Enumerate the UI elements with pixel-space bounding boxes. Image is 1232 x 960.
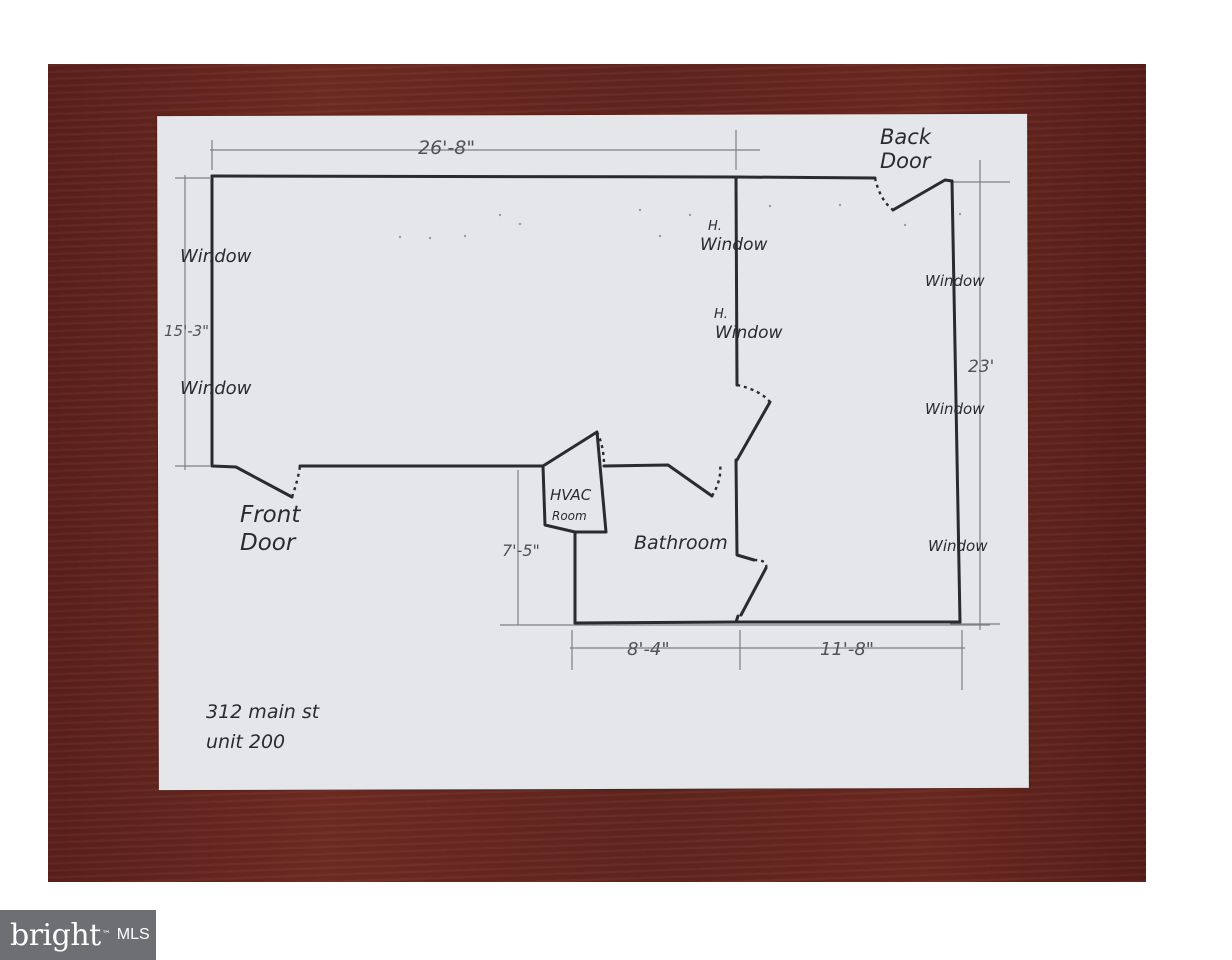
- hvac-room-label-line2: Room: [552, 509, 587, 523]
- bottom-left-dimension: 8'-4": [627, 639, 670, 660]
- address-line2: unit 200: [206, 731, 285, 753]
- front-door-label-line2: Door: [240, 530, 297, 556]
- watermark-brand: bright: [10, 917, 101, 953]
- left-window-label-1: Window: [180, 246, 252, 267]
- walls: [210, 174, 962, 625]
- plan-labels: 26'-8" 15'-3" 23' 7'-5" 8'-4" 11'-8" Bac…: [164, 125, 994, 753]
- bathroom-label: Bathroom: [634, 532, 728, 554]
- top-width-dimension: 26'-8": [418, 137, 475, 159]
- h-window-1-prefix: H.: [708, 219, 722, 234]
- pencil-marks: [398, 203, 962, 240]
- right-height-dimension: 23': [968, 357, 994, 377]
- back-door-label-line1: Back: [880, 125, 932, 149]
- left-height-dimension: 15'-3": [164, 322, 209, 340]
- right-window-label-1: Window: [925, 272, 985, 290]
- front-door-label-line1: Front: [240, 502, 301, 528]
- back-door-label-line2: Door: [880, 149, 932, 173]
- h-window-2-prefix: H.: [714, 307, 728, 322]
- address-line1: 312 main st: [206, 701, 321, 723]
- h-window-1-label: Window: [700, 235, 767, 255]
- door-swings: [290, 177, 894, 569]
- watermark-suffix: MLS: [116, 926, 150, 943]
- right-window-label-3: Window: [928, 537, 988, 555]
- left-window-label-2: Window: [180, 378, 252, 399]
- hvac-room-label-line1: HVAC: [550, 486, 592, 504]
- bottom-right-dimension: 11'-8": [820, 639, 874, 660]
- dimension-lines: [175, 130, 1010, 690]
- hvac-height-dimension: 7'-5": [502, 541, 540, 560]
- h-window-2-label: Window: [715, 323, 782, 343]
- right-window-label-2: Window: [925, 400, 985, 418]
- watermark-trademark: ™: [101, 930, 111, 940]
